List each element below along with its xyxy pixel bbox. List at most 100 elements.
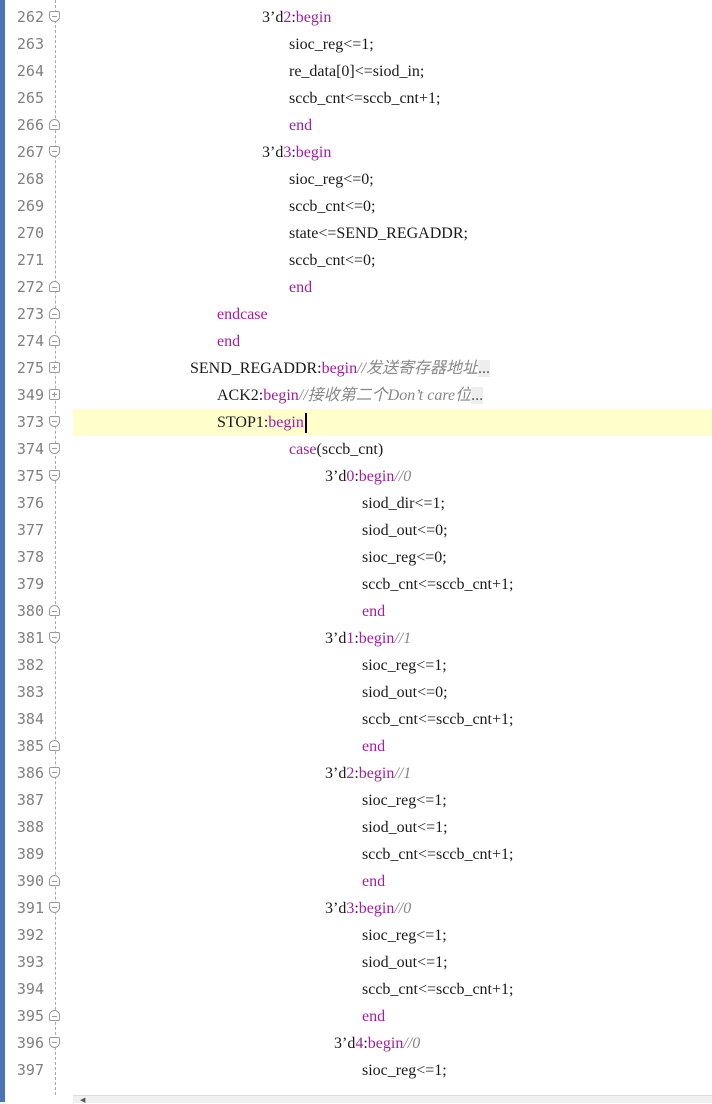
fold-collapse-icon[interactable]	[49, 146, 60, 157]
code-text[interactable]: re_data[0]<=siod_in;	[289, 58, 424, 85]
fold-collapse-icon[interactable]	[49, 11, 60, 22]
code-text[interactable]: siod_out<=0;	[362, 517, 448, 544]
fold-expand-icon[interactable]	[49, 389, 60, 400]
fold-end-icon[interactable]	[49, 119, 60, 130]
code-text[interactable]: sccb_cnt<=sccb_cnt+1;	[362, 571, 513, 598]
code-text[interactable]: sioc_reg<=1;	[362, 1057, 447, 1084]
code-text[interactable]: endcase	[217, 301, 268, 328]
code-text[interactable]: sccb_cnt<=0;	[289, 247, 375, 274]
fold-collapse-icon[interactable]	[49, 632, 60, 643]
code-text[interactable]: sioc_reg<=1;	[362, 652, 447, 679]
fold-end-icon[interactable]	[49, 875, 60, 886]
code-text[interactable]: siod_out<=0;	[362, 679, 448, 706]
code-text[interactable]: end	[362, 733, 385, 760]
fold-collapse-icon[interactable]	[49, 470, 60, 481]
fold-collapse-icon[interactable]	[49, 1037, 60, 1048]
fold-collapse-icon[interactable]	[49, 416, 60, 427]
code-text[interactable]: siod_dir<=1;	[362, 490, 445, 517]
code-text[interactable]: end	[362, 598, 385, 625]
code-text[interactable]: sccb_cnt<=sccb_cnt+1;	[362, 841, 513, 868]
code-text[interactable]: 3’d4:begin//0	[334, 1030, 420, 1057]
fold-end-icon[interactable]	[49, 605, 60, 616]
fold-collapse-icon[interactable]	[49, 902, 60, 913]
fold-end-icon[interactable]	[49, 335, 60, 346]
code-text[interactable]: 3’d0:begin//0	[325, 463, 411, 490]
fold-collapse-icon[interactable]	[49, 767, 60, 778]
code-text[interactable]: end	[289, 274, 312, 301]
code-text[interactable]: end	[289, 112, 312, 139]
fold-expand-icon[interactable]	[49, 362, 60, 373]
code-text[interactable]: sioc_reg<=0;	[289, 166, 374, 193]
code-text[interactable]: sccb_cnt<=sccb_cnt+1;	[289, 85, 440, 112]
collapsed-region-marker[interactable]: ...	[478, 360, 491, 377]
horizontal-scrollbar[interactable]	[73, 1095, 712, 1103]
code-text[interactable]: end	[362, 1003, 385, 1030]
code-text[interactable]: end	[362, 868, 385, 895]
code-text[interactable]: 3’d2:begin//1	[325, 760, 411, 787]
code-text[interactable]: SEND_REGADDR:begin//发送寄存器地址...	[190, 355, 491, 382]
scroll-left-arrow-icon[interactable]: ◀	[80, 1096, 86, 1104]
code-text[interactable]: state<=SEND_REGADDR;	[289, 220, 468, 247]
code-text[interactable]: sccb_cnt<=sccb_cnt+1;	[362, 706, 513, 733]
fold-end-icon[interactable]	[49, 1010, 60, 1021]
code-text[interactable]: STOP1:begin	[217, 409, 307, 436]
fold-collapse-icon[interactable]	[49, 443, 60, 454]
code-text[interactable]: ACK2:begin//接收第二个Don’t care位...	[217, 382, 484, 409]
code-text[interactable]: siod_out<=1;	[362, 814, 448, 841]
code-text[interactable]: siod_out<=1;	[362, 949, 448, 976]
code-text[interactable]: sioc_reg<=1;	[362, 787, 447, 814]
code-text[interactable]: sioc_reg<=0;	[362, 544, 447, 571]
code-text[interactable]: case(sccb_cnt)	[289, 436, 383, 463]
code-text[interactable]: 3’d3:begin	[262, 139, 331, 166]
code-text[interactable]: 3’d1:begin//1	[325, 625, 411, 652]
code-text[interactable]: sioc_reg<=1;	[289, 31, 374, 58]
code-text[interactable]: 3’d2:begin	[262, 4, 331, 31]
fold-end-icon[interactable]	[49, 308, 60, 319]
code-text[interactable]: 3’d3:begin//0	[325, 895, 411, 922]
code-text[interactable]: sccb_cnt<=0;	[289, 193, 375, 220]
fold-end-icon[interactable]	[49, 740, 60, 751]
fold-end-icon[interactable]	[49, 281, 60, 292]
collapsed-region-marker[interactable]: ...	[471, 387, 484, 404]
